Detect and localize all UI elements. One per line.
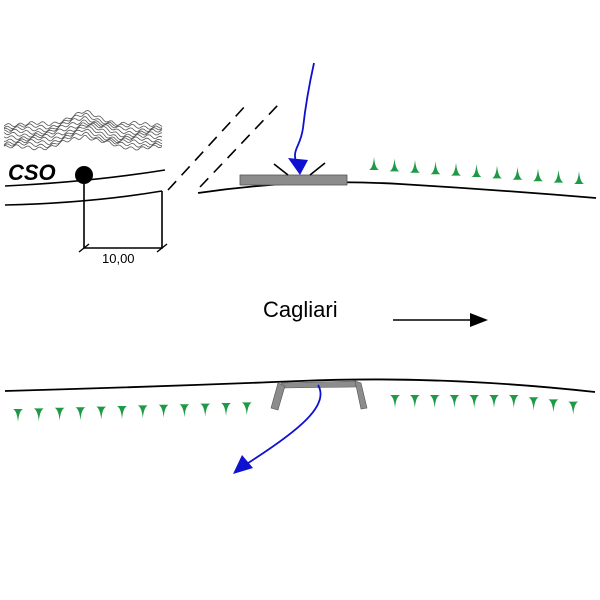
road-edge-lower bbox=[4, 378, 596, 393]
direction-arrowhead bbox=[470, 313, 488, 327]
vegetation-tuft bbox=[449, 395, 460, 408]
vegetation-tuft bbox=[158, 404, 169, 418]
vegetation-tuft bbox=[117, 406, 127, 419]
vegetation-tuft bbox=[469, 395, 480, 408]
sea-waves bbox=[3, 109, 163, 151]
vegetation-tuft bbox=[528, 397, 539, 411]
vegetation-tuft bbox=[13, 409, 23, 422]
road-edge-upper-left-bottom bbox=[4, 190, 163, 206]
vegetation-tuft bbox=[410, 159, 420, 173]
wave-line bbox=[3, 135, 163, 151]
wave-line bbox=[3, 131, 163, 148]
wave-line bbox=[3, 116, 163, 133]
vegetation-tuft bbox=[548, 399, 559, 413]
vegetation-tuft bbox=[389, 158, 400, 172]
cso-label: CSO bbox=[8, 160, 56, 185]
vegetation-tuft bbox=[221, 403, 231, 416]
vegetation-tuft bbox=[492, 165, 502, 179]
flow-arrowhead-lower bbox=[233, 455, 253, 474]
vegetation-lower-right bbox=[390, 395, 579, 415]
wave-line bbox=[3, 126, 163, 143]
dimension-label: 10,00 bbox=[102, 251, 135, 266]
vegetation-tuft bbox=[553, 169, 564, 183]
flow-arrow-lower bbox=[244, 384, 322, 466]
flow-arrowhead-upper bbox=[288, 158, 308, 175]
wave-line bbox=[3, 128, 163, 146]
direction-city-label: Cagliari bbox=[263, 297, 338, 322]
vegetation-tuft bbox=[533, 168, 543, 182]
cso-outfall-pipe bbox=[83, 184, 163, 249]
vegetation-tuft bbox=[369, 157, 379, 170]
vegetation-tuft bbox=[568, 401, 579, 415]
vegetation-tuft bbox=[489, 395, 499, 408]
vegetation-tuft bbox=[409, 395, 420, 408]
vegetation-tuft bbox=[390, 395, 400, 408]
vegetation-tuft bbox=[179, 404, 190, 418]
platform-strut-left bbox=[273, 163, 289, 176]
flow-arrow-upper bbox=[294, 62, 315, 169]
platform-strut-right bbox=[309, 162, 326, 176]
vegetation-tuft bbox=[451, 162, 461, 176]
vegetation-tuft bbox=[241, 402, 252, 416]
vegetation-tuft bbox=[33, 408, 44, 422]
platform-lower-leg-left bbox=[270, 382, 286, 411]
vegetation-tuft bbox=[508, 395, 519, 408]
dashed-line-left bbox=[167, 103, 248, 191]
vegetation-tuft bbox=[54, 407, 65, 421]
road-edge-upper bbox=[197, 181, 597, 199]
vegetation-tuft bbox=[471, 164, 482, 177]
vegetation-lower-left bbox=[13, 402, 252, 422]
vegetation-tuft bbox=[137, 405, 148, 419]
vegetation-upper-right bbox=[369, 157, 584, 184]
wave-line bbox=[3, 109, 163, 128]
vegetation-tuft bbox=[429, 395, 440, 408]
platform-lower-leg-right bbox=[354, 380, 368, 410]
road-edge-upper-left-top bbox=[4, 169, 166, 187]
dimension-tick-left bbox=[78, 243, 90, 253]
vegetation-tuft bbox=[75, 407, 86, 421]
vegetation-tuft bbox=[96, 406, 107, 420]
platform-upper bbox=[239, 174, 348, 186]
dimension-tick-right bbox=[156, 243, 168, 253]
vegetation-tuft bbox=[574, 171, 584, 184]
wave-line bbox=[3, 112, 163, 130]
vegetation-tuft bbox=[512, 166, 523, 180]
vegetation-tuft bbox=[430, 161, 441, 175]
vegetation-tuft bbox=[200, 403, 211, 417]
wave-line bbox=[3, 119, 163, 135]
